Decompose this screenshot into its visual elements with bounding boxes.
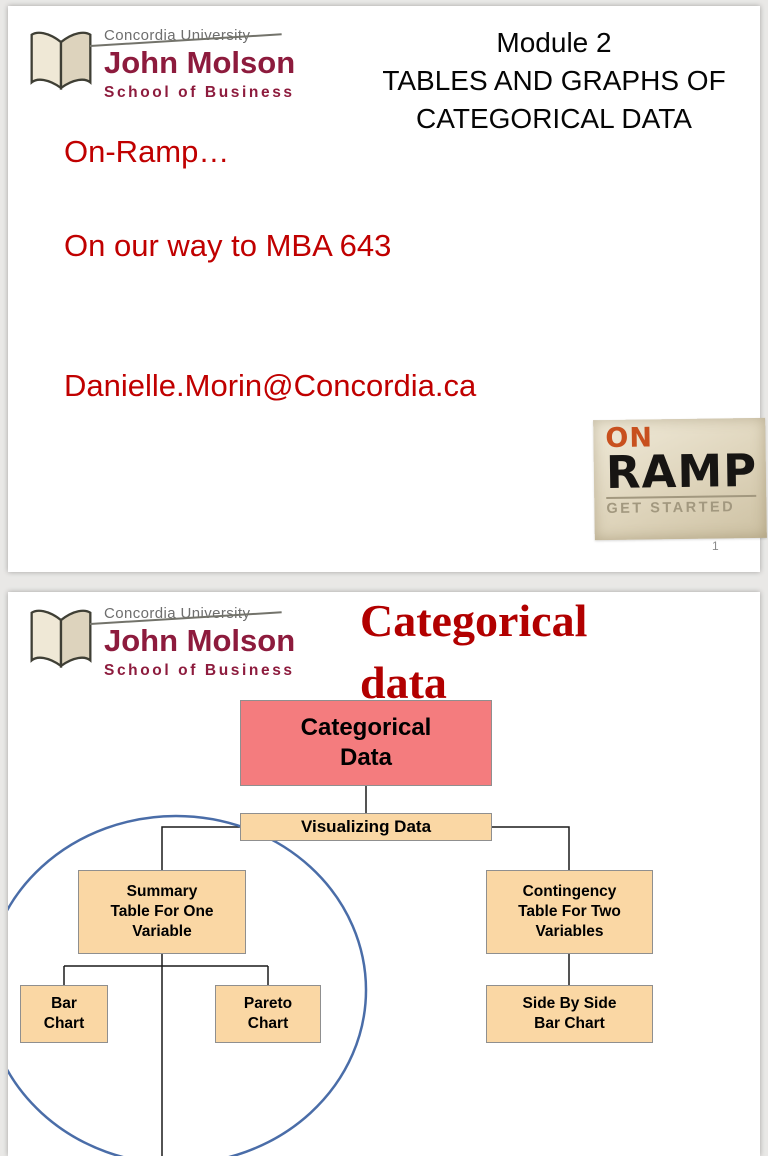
flow-box-line: Visualizing Data	[300, 817, 432, 836]
flow-box-side-by-side-bar-chart: Side By Side Bar Chart	[486, 985, 653, 1043]
flow-box-line: Bar	[51, 995, 77, 1012]
flow-box-line: Bar Chart	[534, 1015, 605, 1032]
slide1-title-line1: Module 2	[496, 27, 612, 58]
slide-1: Concordia University John Molson School …	[8, 6, 767, 572]
flow-box-line: Chart	[247, 1015, 289, 1032]
flow-box-bar-chart: Bar Chart	[20, 985, 108, 1043]
document-viewer: Concordia University John Molson School …	[8, 6, 767, 1156]
flow-box-pareto-chart: Pareto Chart	[215, 985, 321, 1043]
slide1-title-line3: CATEGORICAL DATA	[416, 103, 692, 134]
slide1-title: Module 2 TABLES AND GRAPHS OF CATEGORICA…	[348, 24, 760, 138]
flow-box-line: Variable	[132, 923, 192, 940]
flow-box-line: Variables	[535, 923, 604, 940]
flow-box-line: Table For Two	[518, 903, 621, 920]
flow-box-summary-table: Summary Table For One Variable	[78, 870, 246, 954]
page-number: 1	[712, 539, 719, 553]
open-book-icon	[28, 24, 94, 106]
flow-box-line: Data	[339, 744, 393, 771]
on-ramp-stamp: ON RAMP GET STARTED	[593, 417, 767, 541]
slide-2: Concordia University John Molson School …	[8, 592, 760, 1156]
email-text: Danielle.Morin@Concordia.ca	[64, 368, 477, 403]
flow-box-visualizing-data: Visualizing Data	[240, 813, 492, 841]
logo-school-name: John Molson	[104, 623, 296, 658]
emphasis-ellipse	[8, 814, 368, 1156]
flow-box-line: Contingency	[522, 883, 617, 900]
flow-box-line: Summary	[126, 883, 198, 900]
jmsb-logo: Concordia University John Molson School …	[28, 24, 295, 106]
slide2-title-line2: data	[360, 657, 447, 708]
mba-text: On our way to MBA 643	[64, 228, 392, 263]
flow-box-line: Pareto	[243, 995, 293, 1012]
logo-school-name: John Molson	[104, 45, 296, 80]
onramp-text: On-Ramp…	[64, 134, 230, 169]
flowchart-connectors	[8, 786, 570, 1156]
open-book-icon	[28, 602, 94, 684]
flow-box-line: Table For One	[110, 903, 214, 920]
logo-university-text: Concordia University	[104, 605, 251, 622]
flow-box-categorical-data: Categorical Data	[240, 700, 492, 786]
connector-lines	[63, 786, 570, 1156]
flow-box-line: Chart	[43, 1015, 85, 1032]
logo-text-block: Concordia University John Molson School …	[104, 602, 295, 680]
logo-tagline: School of Business	[104, 662, 295, 679]
flow-box-line: Categorical	[300, 714, 432, 741]
slide1-title-line2: TABLES AND GRAPHS OF	[382, 65, 726, 96]
stamp-ramp-text: RAMP	[605, 443, 758, 500]
logo-university-text: Concordia University	[104, 27, 251, 44]
slide2-title: Categorical data	[360, 590, 587, 714]
flow-box-line: Side By Side	[522, 995, 617, 1012]
slide2-title-line1: Categorical	[360, 595, 588, 646]
flow-box-contingency-table: Contingency Table For Two Variables	[486, 870, 653, 954]
jmsb-logo: Concordia University John Molson School …	[28, 602, 295, 684]
logo-text-block: Concordia University John Molson School …	[104, 24, 295, 102]
logo-tagline: School of Business	[104, 84, 295, 101]
